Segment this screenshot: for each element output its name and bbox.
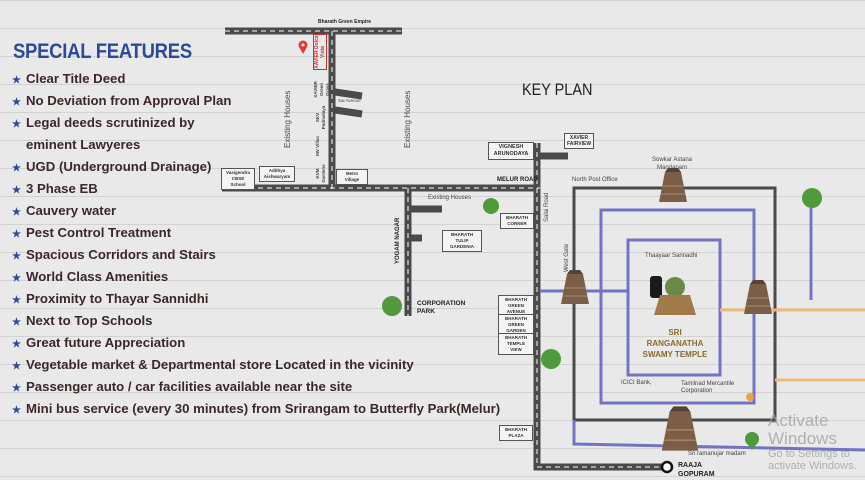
star-icon: ★	[12, 383, 21, 394]
label-corporation-park: CORPORATION PARK	[417, 300, 466, 315]
gopuram-icon	[743, 279, 773, 315]
label-existing-houses: Existing Houses	[403, 90, 412, 148]
label-tmc: Tamilnad Mercantile Corporation	[681, 381, 735, 394]
feature-item: ★No Deviation from Approval Plan	[12, 92, 500, 114]
label-adithya-aishwaryam: Adithya Aishwaryam	[259, 166, 295, 182]
label-xavier-dolce-vista: XAVIER Dolce Vista	[313, 34, 327, 70]
gopuram-icon	[560, 269, 590, 305]
star-icon: ★	[12, 207, 21, 218]
label-bharath-corner: BHARATH CORNER	[500, 213, 534, 229]
label-existing-houses: Existing Houses	[428, 195, 472, 201]
label-mv-villas: MV Villas	[315, 136, 320, 156]
label-salai-road: Salai Road	[544, 192, 550, 222]
feature-item: ★Spacious Corridors and Stairs	[12, 246, 500, 268]
activate-windows-watermark: Activate Windows Go to Settings to activ…	[768, 411, 863, 473]
label-melur-road: MELUR ROAD	[497, 177, 538, 183]
main-roads	[222, 27, 667, 471]
site-marker-icon	[298, 40, 308, 54]
label-xavier-fairview: XAVIER FAIRVIEW	[564, 133, 594, 149]
star-icon: ★	[12, 75, 21, 86]
label-sai-avenue: Sai Avenue	[338, 98, 361, 103]
feature-item: ★Proximity to Thayar Sannidhi	[12, 290, 500, 312]
label-west-gate: West Gate	[564, 243, 570, 272]
label-bharath-green-empire: Bharath Green Empire	[318, 19, 372, 25]
label-bharath-tulip-gardenia: BHARATH TULIP GARDENIA	[442, 230, 482, 252]
star-icon: ★	[12, 361, 21, 372]
label-sri-ramanujar-madam: Sri ramanujar madam	[688, 451, 746, 457]
gopuram-icon	[661, 405, 699, 452]
star-icon: ★	[12, 251, 21, 262]
gopuram-icon	[658, 167, 688, 203]
feature-item: ★Great future Appreciation	[12, 334, 500, 356]
feature-item: ★Mini bus service (every 30 minutes) fro…	[12, 400, 500, 422]
star-icon: ★	[12, 163, 21, 174]
feature-item: ★Next to Top Schools	[12, 312, 500, 334]
temple-roads	[540, 186, 865, 452]
yogam-nagar-text: YOGAM NAGAR	[395, 217, 401, 264]
label-bharath-temple-view: BHARATH TEMPLE VIEW	[498, 333, 534, 355]
label-skv-padmalaya: SKV Padmalaya	[315, 105, 326, 130]
temple-icon	[650, 276, 696, 315]
label-icici-bank: ICICI Bank,	[621, 380, 652, 386]
features-title: SPECIAL FEATURES	[13, 40, 192, 63]
label-raaja-gopuram: RAAJA GOPURAM	[678, 462, 715, 478]
star-icon: ★	[12, 119, 21, 130]
bank-marker-icon	[746, 393, 754, 401]
raaja-gopuram-marker	[660, 460, 674, 474]
star-icon: ★	[12, 339, 21, 350]
feature-item: ★UGD (Underground Drainage)	[12, 158, 500, 180]
tree-icon	[541, 349, 561, 369]
location-pin-icon	[745, 432, 759, 450]
label-vignesh-arunodaya: VIGNESH ARUNODAYA	[488, 142, 534, 160]
tree-icon	[802, 188, 822, 208]
tree-icon	[382, 296, 402, 316]
label-metro-village: Metro Village	[336, 169, 368, 185]
feature-item: eminent Lawyeres	[26, 137, 141, 152]
feature-item: ★Vegetable market & Departmental store L…	[12, 356, 500, 378]
feature-item: ★Pest Control Treatment	[12, 224, 500, 246]
watermark-line2: Go to Settings to activate Windows.	[768, 448, 857, 472]
label-existing-houses: Existing Houses	[283, 90, 292, 148]
feature-item: ★Passenger auto / car facilities availab…	[12, 378, 500, 400]
feature-item: ★Legal deeds scrutinized by	[12, 114, 500, 136]
star-icon: ★	[12, 295, 21, 306]
star-icon: ★	[12, 405, 21, 416]
watermark-line1: Activate Windows	[768, 411, 837, 448]
tree-icon	[483, 198, 499, 214]
label-xavier-green-grass: XAVIER Green Grass	[313, 81, 330, 98]
star-icon: ★	[12, 229, 21, 240]
star-icon: ★	[12, 185, 21, 196]
feature-item: ★Cauvery water	[12, 202, 500, 224]
label-temple: SRI RANGANATHA SWAMY TEMPLE	[642, 328, 708, 359]
label-north-post-office: North Post Office	[572, 177, 618, 183]
key-plan-title: KEY PLAN	[522, 80, 593, 99]
star-icon: ★	[12, 97, 21, 108]
label-thaayaar-sannadhi: Thaayaar Sannadhi	[645, 253, 698, 259]
label-kvm-gardens: KVM Gardens	[315, 164, 326, 183]
feature-item: ★3 Phase EB	[12, 180, 500, 202]
label-sowkar-astana-mandapam: Sowkar Astana Mandapam	[651, 157, 693, 171]
label-bharath-plaza: BHARATH PLAZA	[499, 425, 533, 441]
star-icon: ★	[12, 317, 21, 328]
star-icon: ★	[12, 273, 21, 284]
feature-item: ★World Class Amenities	[12, 268, 500, 290]
features-list: ★Clear Title Deed ★No Deviation from App…	[12, 70, 500, 422]
label-vasigendra-school: Vasigendra CBSE School	[221, 168, 255, 190]
label-bharath-green-garden: BHARATH GREEN GARDEN	[498, 314, 534, 336]
feature-item: ★Clear Title Deed	[12, 70, 500, 92]
